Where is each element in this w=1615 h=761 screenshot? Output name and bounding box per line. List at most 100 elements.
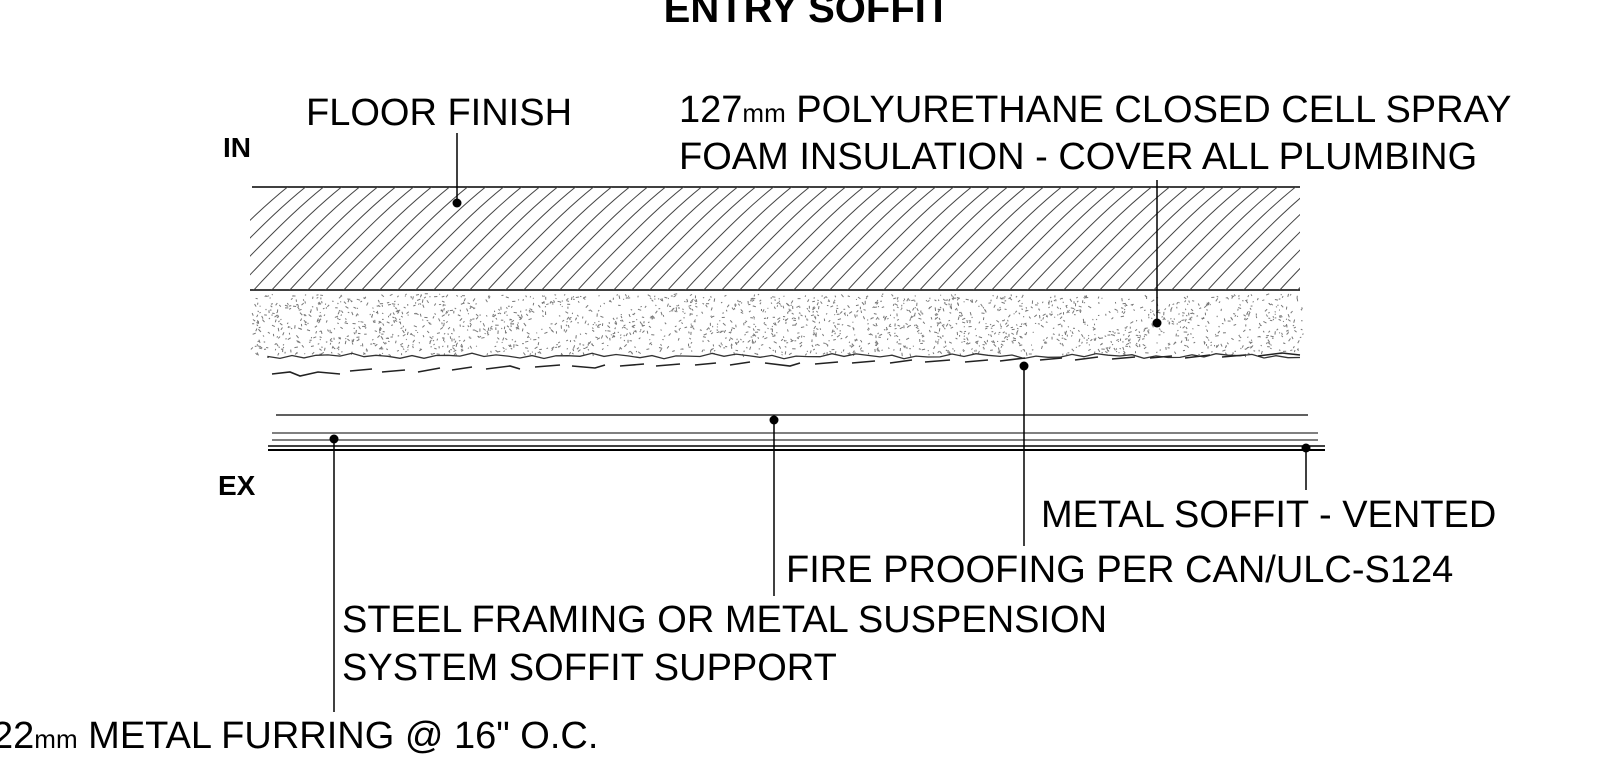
foam-speck [516, 324, 519, 328]
foam-speck [1123, 311, 1126, 315]
foam-speck [1128, 331, 1132, 334]
foam-speck [412, 345, 414, 349]
foam-speck [1058, 333, 1060, 336]
foam-speck [1299, 336, 1302, 339]
foam-speck [297, 303, 299, 307]
foam-speck [386, 301, 390, 304]
foam-speck [1176, 306, 1178, 309]
foam-speck [341, 351, 343, 353]
foam-speck [316, 318, 319, 321]
foam-speck [921, 348, 926, 351]
foam-speck [377, 334, 381, 338]
foam-speck [1183, 296, 1187, 300]
foam-speck [737, 303, 741, 306]
foam-speck [381, 294, 385, 298]
foam-speck [274, 319, 277, 323]
hatch-stroke [541, 187, 649, 290]
fire-proofing-dashed-line [271, 352, 1301, 377]
foam-speck [631, 321, 635, 323]
foam-speck [373, 310, 375, 313]
foam-speck [478, 336, 480, 339]
foam-speck [582, 297, 586, 300]
foam-speck [587, 343, 589, 346]
foam-speck [459, 309, 461, 312]
foam-speck [881, 349, 883, 351]
foam-speck [1025, 306, 1027, 309]
foam-speck [800, 314, 803, 317]
foam-speck [725, 345, 728, 348]
foam-speck [422, 304, 425, 308]
foam-speck [498, 312, 502, 315]
foam-speck [1297, 340, 1300, 344]
hatch-stroke [451, 187, 559, 290]
foam-speck [950, 326, 954, 329]
foam-speck [598, 295, 600, 297]
foam-speck [596, 313, 598, 317]
foam-speck [619, 346, 623, 350]
foam-speck [1233, 323, 1237, 326]
foam-speck [920, 310, 922, 313]
foam-speck [391, 324, 394, 326]
foam-speck [938, 299, 940, 302]
foam-speck [759, 299, 762, 302]
foam-speck [475, 313, 479, 317]
foam-speck [731, 307, 735, 311]
foam-speck [1031, 300, 1034, 304]
foam-speck [415, 294, 419, 296]
foam-speck [1050, 313, 1053, 317]
foam-speck [675, 309, 678, 313]
foam-speck [1270, 303, 1274, 306]
foam-speck [446, 311, 448, 314]
foam-speck [496, 350, 501, 353]
foam-speck [731, 346, 733, 349]
foam-speck [1210, 341, 1213, 344]
foam-speck [772, 322, 776, 326]
foam-speck [832, 301, 835, 304]
foam-speck [884, 317, 887, 321]
foam-speck [964, 330, 967, 333]
foam-speck [626, 328, 628, 330]
foam-speck [752, 342, 755, 344]
foam-speck [702, 297, 705, 299]
foam-speck [984, 327, 988, 330]
foam-speck [860, 339, 862, 342]
foam-bottom-edge [267, 352, 1301, 360]
foam-speck [921, 334, 924, 337]
foam-speck [579, 333, 582, 336]
foam-speck [1061, 343, 1064, 347]
foam-speck [901, 307, 903, 310]
foam-speck [558, 345, 561, 348]
foam-speck [269, 297, 271, 299]
foam-speck [883, 328, 886, 331]
foam-speck [338, 309, 341, 312]
foam-speck [551, 303, 554, 305]
foam-speck [1059, 307, 1062, 310]
foam-speck [623, 334, 625, 337]
foam-speck [1011, 332, 1015, 335]
foam-speck [553, 300, 556, 303]
foam-speck [710, 332, 714, 335]
foam-speck [774, 322, 777, 326]
foam-speck [292, 295, 294, 297]
foam-speck [1248, 310, 1250, 313]
foam-speck [812, 300, 816, 303]
foam-speck [555, 331, 557, 334]
foam-speck [484, 332, 486, 335]
foam-speck [1268, 330, 1271, 333]
foam-speck [1168, 304, 1171, 307]
foam-speck [1093, 323, 1096, 326]
foam-speck [592, 330, 595, 332]
foam-speck [716, 326, 719, 328]
foam-speck [1016, 327, 1019, 330]
foam-speck [938, 328, 941, 332]
foam-speck [1086, 339, 1088, 341]
foam-speck [400, 345, 404, 348]
foam-speck [953, 350, 956, 352]
foam-speck [955, 337, 958, 340]
foam-speck [770, 297, 772, 299]
foam-speck [744, 322, 747, 324]
foam-speck [893, 317, 895, 319]
foam-speck [287, 326, 290, 329]
foam-speck [577, 349, 581, 352]
foam-speck [1003, 298, 1005, 300]
